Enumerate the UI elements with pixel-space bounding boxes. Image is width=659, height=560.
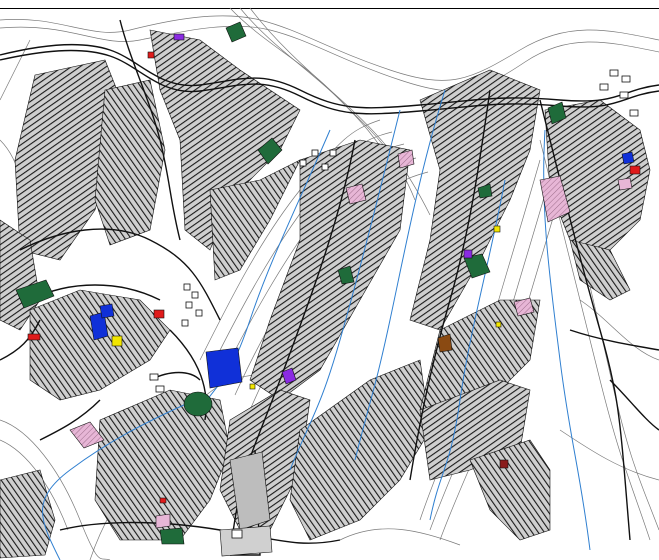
institution-pink	[345, 183, 367, 205]
green-area	[15, 279, 55, 309]
land-use-patches	[15, 21, 641, 557]
green-area	[183, 391, 213, 417]
institution-grey-lot	[219, 525, 273, 557]
institution-red	[27, 333, 41, 341]
built-blocks	[0, 29, 651, 559]
green-area	[337, 265, 355, 285]
sports-court	[621, 151, 635, 165]
institution-yellow	[495, 321, 502, 328]
institution-purple	[173, 33, 185, 41]
sports-court	[89, 311, 109, 341]
scattered-buildings	[149, 69, 639, 539]
green-area	[257, 137, 283, 165]
institution-pink	[617, 177, 633, 191]
green-area	[547, 101, 567, 125]
sports-court	[205, 347, 243, 389]
sports-court	[99, 303, 115, 319]
institution-red	[147, 51, 155, 59]
institution-pink	[69, 421, 105, 449]
institution-pink	[539, 175, 571, 223]
institution-red	[499, 459, 509, 469]
institution-yellow	[111, 335, 123, 347]
institution-yellow	[493, 225, 501, 233]
green-area	[159, 527, 185, 545]
institution-pink	[513, 297, 535, 317]
green-area	[463, 253, 491, 279]
institution-red	[629, 165, 641, 175]
map-frame-top-line	[0, 8, 659, 9]
green-area	[225, 21, 247, 43]
institution-grey-lot	[229, 451, 271, 531]
institution-purple	[281, 367, 297, 385]
institution-pink	[155, 513, 171, 529]
institution-yellow	[249, 383, 256, 390]
institution-red	[153, 309, 165, 319]
institution-purple	[463, 249, 473, 259]
green-area	[477, 183, 493, 199]
institution-brown	[437, 333, 453, 353]
institution-pink	[397, 149, 415, 169]
institution-red	[159, 497, 167, 504]
